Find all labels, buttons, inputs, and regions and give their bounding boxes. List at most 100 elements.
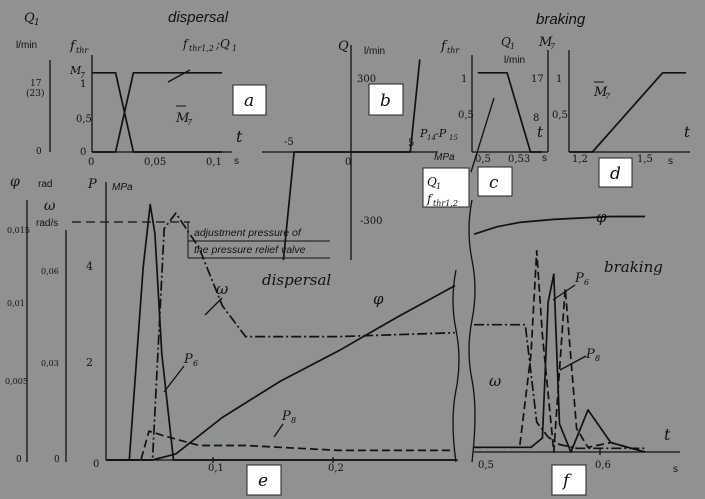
panel-a-box xyxy=(232,84,267,116)
omega-axis-label: ω xyxy=(44,198,56,214)
d-xtick-15: 1,5 xyxy=(637,154,653,165)
b-series-q xyxy=(282,59,421,261)
e-leader-omega xyxy=(204,297,223,316)
break-mark-left xyxy=(452,269,460,463)
e-title-dispersal: dispersal xyxy=(262,271,331,289)
f-t-label: t xyxy=(664,425,671,444)
e-series-phi xyxy=(106,284,456,461)
e-label-p8: P xyxy=(281,409,291,424)
d-ytick-05: 0,5 xyxy=(552,110,568,121)
phi-tick-0005: 0,005 xyxy=(5,377,28,386)
d-t-label: t xyxy=(684,123,691,141)
e-label-p6-sub: 6 xyxy=(193,359,198,368)
a-curve-label-sub: thr1,2 xyxy=(189,44,214,53)
e-label-p6: P xyxy=(183,352,193,367)
a-ytick-0: 0 xyxy=(80,147,86,158)
f-label-p6: P xyxy=(574,271,584,286)
e-ptick-4: 4 xyxy=(86,260,93,273)
c-ytick-1: 1 xyxy=(461,74,467,85)
d-s-label: s xyxy=(668,156,673,167)
a-m7-curve-label: M xyxy=(175,111,190,126)
a-curve-label-tail-sub: 1 xyxy=(232,44,237,53)
a-fthr-label: f xyxy=(69,39,77,54)
f-series-phi xyxy=(473,215,645,236)
f-label-p8-sub: 8 xyxy=(595,354,600,363)
a-fthr-label-sub: thr xyxy=(76,46,89,55)
a-xtick-01: 0,1 xyxy=(206,157,222,168)
panel-f-letter: f xyxy=(561,471,572,491)
e-xtick-02: 0,2 xyxy=(328,463,344,474)
c-xtick-05: 0,5 xyxy=(475,154,491,165)
d-mbar-label-sub: 7 xyxy=(605,92,611,101)
a-ytick-1: 1 xyxy=(80,79,86,90)
c-ytick-17: 17 xyxy=(531,74,544,85)
c-series-fthr xyxy=(477,71,543,153)
panel-e-box xyxy=(246,464,282,496)
a-series-m7 xyxy=(92,71,222,153)
panel-e-letter: e xyxy=(258,471,268,491)
omega-tick-0: 0 xyxy=(54,455,60,465)
b-unit-label: l/min xyxy=(364,46,385,57)
e-leader-p8 xyxy=(273,423,284,438)
e-series-p8 xyxy=(106,430,455,461)
f-label-omega: ω xyxy=(489,372,501,390)
a-m7-curve-label-sub: 7 xyxy=(187,118,193,127)
b-p2-label: -P xyxy=(435,127,447,140)
a-t-label: t xyxy=(236,127,243,146)
e-label-omega: ω xyxy=(216,280,228,298)
panel-b: Q l/min 300 -300 -5 0 5 P 14 -P 15 MPa b xyxy=(262,39,458,261)
e-relief-note-1: adjustment pressure of xyxy=(194,227,302,239)
c-legend-q1: Q xyxy=(427,175,437,189)
a-ytick-05: 0,5 xyxy=(76,114,92,125)
c-fthr-label: f xyxy=(440,39,448,54)
a-xtick-0: 0 xyxy=(88,157,94,168)
e-label-phi: φ xyxy=(373,290,384,308)
c-s-label: s xyxy=(542,153,547,164)
b-ytick-300: 300 xyxy=(357,74,376,85)
lower-left-scales: φ rad ω rad/s 0,015 0,01 0,005 0 0,06 0,… xyxy=(5,174,67,465)
q1-tick-17: 17 xyxy=(30,79,42,89)
break-mark-right xyxy=(468,199,476,463)
panel-a: f thr M 7 1 0,5 0 0 0,05 0,1 t s f thr1,… xyxy=(69,37,267,168)
a-curve-label: f xyxy=(182,37,190,51)
phi-axis-label: φ xyxy=(10,174,20,190)
d-series-m7 xyxy=(569,71,686,153)
e-relief-note-2: the pressure relief valve xyxy=(194,244,306,256)
e-p-axis-label: P xyxy=(87,177,97,192)
c-fthr-label-sub: thr xyxy=(447,46,460,55)
c-legend-q1-sub: 1 xyxy=(436,182,441,191)
f-series-p6 xyxy=(474,273,646,453)
b-p-label-sub: 14 xyxy=(427,134,436,142)
axis-break-marks xyxy=(452,199,476,463)
panel-f-box xyxy=(551,464,587,496)
c-legend-fthr: f xyxy=(426,192,434,206)
panel-d-box xyxy=(598,157,633,188)
f-xtick-06: 0,6 xyxy=(595,460,611,471)
e-ptick-2: 2 xyxy=(86,356,93,369)
panel-b-letter: b xyxy=(380,91,391,111)
f-series-omega xyxy=(474,323,645,450)
f-series-p8 xyxy=(474,249,646,453)
f-leader-p6 xyxy=(552,284,576,301)
d-m7-label-sub: 7 xyxy=(550,42,556,51)
e-label-p8-sub: 8 xyxy=(291,416,296,425)
f-leader-p8 xyxy=(559,355,587,371)
panel-a-letter: a xyxy=(244,91,254,111)
phi-unit: rad xyxy=(38,179,52,190)
title-braking-top: braking xyxy=(536,11,586,28)
omega-tick-003: 0,03 xyxy=(41,359,59,368)
e-leader-p6 xyxy=(163,365,185,393)
f-title-braking: braking xyxy=(604,258,663,276)
c-leader xyxy=(470,97,495,173)
c-ytick-05: 0,5 xyxy=(458,110,474,121)
b-xtick-0: 0 xyxy=(345,157,351,168)
phi-tick-015: 0,015 xyxy=(7,226,30,235)
q1-tick-0: 0 xyxy=(36,147,42,157)
b-mpa-label: MPa xyxy=(434,152,455,163)
panel-c: f thr Q 1 l/min 1 0,5 17 8 0,5 0,53 t s … xyxy=(422,35,549,208)
e-ptick-0: 0 xyxy=(93,459,99,470)
panel-f: 0,5 0,6 t s braking φ ω P 6 P 8 f xyxy=(473,208,680,496)
f-label-p8: P xyxy=(585,347,595,362)
d-xtick-12: 1,2 xyxy=(572,154,588,165)
e-xtick-01: 0,1 xyxy=(208,463,224,474)
